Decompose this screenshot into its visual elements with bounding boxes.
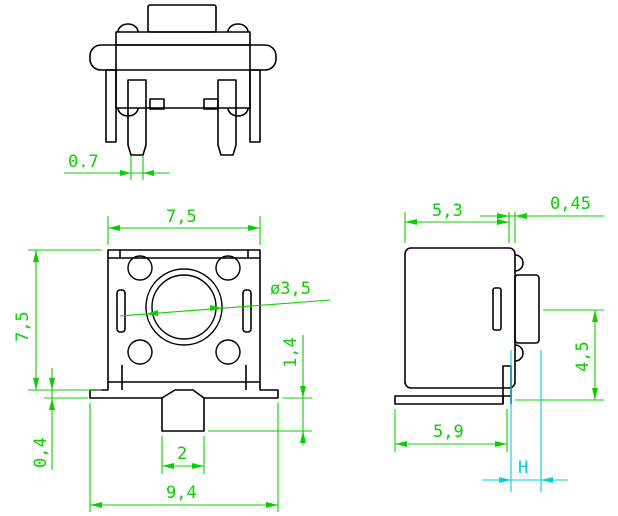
side-height-dimension: 4,5 — [515, 309, 604, 401]
actuator-diameter-label: ø3,5 — [270, 279, 311, 299]
overall-width-dimension: 9,4 — [89, 403, 279, 512]
corner-hole — [215, 255, 241, 281]
front-width-label: 7,5 — [166, 207, 197, 227]
leg-offset-label: 0,4 — [31, 437, 51, 468]
overall-width-label: 9,4 — [166, 483, 197, 503]
side-plate-label: 0,45 — [550, 194, 591, 214]
side-height-label: 4,5 — [573, 341, 593, 372]
corner-hole — [127, 255, 153, 281]
center-tab-dimension: 2 — [161, 436, 205, 474]
top-view — [89, 4, 277, 156]
front-width-dimension: 7,5 — [107, 207, 261, 245]
actuator-ring — [145, 268, 223, 346]
side-view — [394, 247, 540, 405]
side-depth-dimension: 5,3 — [404, 201, 510, 243]
side-depth-label: 5,3 — [432, 201, 463, 221]
leg-height-label: 1,4 — [281, 337, 301, 368]
actuator-cap — [151, 274, 217, 340]
front-height-dimension: 7,5 — [13, 249, 102, 391]
leg-height-dimension: 1,4 — [208, 335, 312, 445]
side-plate-dimension: 0,45 — [480, 194, 604, 243]
corner-hole — [127, 339, 153, 365]
stem-height-label: H — [518, 458, 528, 478]
pin-pitch-dimension: 0.7 — [64, 152, 170, 180]
front-view — [89, 249, 279, 432]
stem-height-dimension: H — [482, 350, 568, 492]
front-height-label: 7,5 — [13, 311, 33, 342]
center-tab-label: 2 — [177, 444, 187, 464]
side-length-label: 5,9 — [433, 422, 464, 442]
leg-offset-dimension: 0,4 — [31, 368, 88, 470]
corner-hole — [215, 339, 241, 365]
pin-pitch-label: 0.7 — [68, 152, 99, 172]
side-length-dimension: 5,9 — [394, 409, 508, 452]
diameter-dimension: ø3,5 — [119, 279, 331, 317]
